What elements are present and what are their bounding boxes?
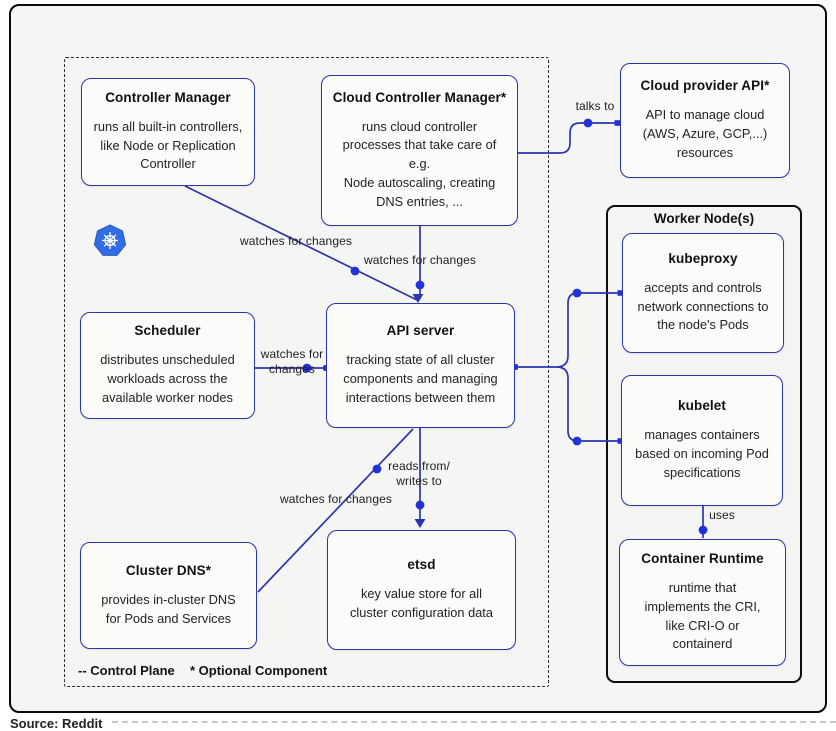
node-body: runtime that implements the CRI, like CR… <box>644 580 761 652</box>
node-title: API server <box>386 323 455 339</box>
node-api-server: API server tracking state of all cluster… <box>326 303 515 428</box>
edge-label-uses: uses <box>709 508 735 522</box>
node-title: kubeproxy <box>668 250 738 266</box>
node-body: distributes unscheduled workloads across… <box>100 352 235 405</box>
legend-optional-component: * Optional Component <box>190 663 328 678</box>
node-title: Cloud Controller Manager* <box>332 89 507 105</box>
node-title: Container Runtime <box>641 551 764 567</box>
edge-label-talks-to: talks to <box>575 99 615 113</box>
legend-control-plane: -- Control Plane <box>78 663 175 678</box>
worker-node-title: Worker Node(s) <box>653 211 755 226</box>
bottom-dashed-line <box>112 721 836 723</box>
node-cloud-provider-api: Cloud provider API* API to manage cloud … <box>620 63 790 178</box>
edge-label-watches-cm: watches for changes <box>240 234 352 248</box>
node-kubeproxy: kubeproxy accepts and controls network c… <box>622 233 784 353</box>
node-body: manages containers based on incoming Pod… <box>635 427 769 480</box>
control-plane-region <box>64 57 549 687</box>
node-body: accepts and controls network connections… <box>637 279 769 333</box>
node-controller-manager: Controller Manager runs all built-in con… <box>81 78 255 186</box>
node-body: provides in-cluster DNS for Pods and Ser… <box>101 591 236 626</box>
node-container-runtime: Container Runtime runtime that implement… <box>619 539 786 666</box>
edge-label-reads-writes: reads from/ writes to <box>388 459 450 488</box>
edge-label-watches-dns: watches for changes <box>280 492 392 506</box>
node-body: runs all built-in controllers, like Node… <box>93 118 243 172</box>
node-body: key value store for all cluster configur… <box>350 586 493 620</box>
edge-label-watches-ccm: watches for changes <box>364 253 476 267</box>
node-title: kubelet <box>678 398 726 414</box>
node-body: API to manage cloud (AWS, Azure, GCP,...… <box>642 107 768 160</box>
node-title: Cluster DNS* <box>125 562 212 578</box>
node-title: etsd <box>407 557 436 573</box>
node-title: Cloud provider API* <box>640 78 770 94</box>
kubernetes-logo-icon <box>93 224 127 256</box>
node-scheduler: Scheduler distributes unscheduled worklo… <box>80 312 255 419</box>
source-note: Source: Reddit <box>10 716 103 731</box>
node-body: tracking state of all cluster components… <box>343 352 498 405</box>
node-title: Scheduler <box>134 323 201 339</box>
node-body: runs cloud controller processes that tak… <box>342 118 497 209</box>
node-etsd: etsd key value store for all cluster con… <box>327 530 516 650</box>
node-title: Controller Manager <box>105 89 231 105</box>
edge-label-watches-scheduler: watches for changes <box>260 347 324 376</box>
node-cluster-dns: Cluster DNS* provides in-cluster DNS for… <box>80 542 257 649</box>
node-cloud-controller-manager: Cloud Controller Manager* runs cloud con… <box>321 75 518 226</box>
node-kubelet: kubelet manages containers based on inco… <box>621 375 783 506</box>
